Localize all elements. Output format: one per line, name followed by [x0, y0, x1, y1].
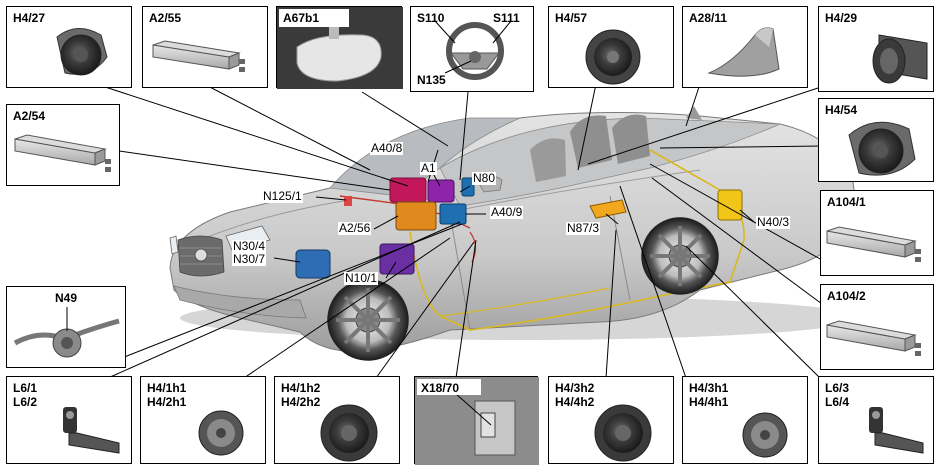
- label-n135: N135: [417, 73, 446, 87]
- label-l6-1-l6-2: L6/1 L6/2: [13, 381, 38, 409]
- speaker-icon: [585, 29, 641, 85]
- label-a2-54: A2/54: [13, 109, 46, 123]
- label-h4-1h1-h4-2h1: H4/1h1 H4/2h1: [147, 381, 187, 409]
- steering-wheel-icon: [434, 20, 512, 80]
- steering-column-switch-icon: [13, 307, 120, 358]
- box-a2-54: A2/54: [6, 104, 120, 186]
- label-a2-55: A2/55: [149, 11, 182, 25]
- label-s110: S110: [417, 11, 445, 25]
- box-h4-54: H4/54: [818, 98, 934, 182]
- label-l6-3-l6-4: L6/3 L6/4: [825, 381, 850, 409]
- box-h4-57: H4/57: [548, 6, 674, 88]
- box-h4-1h1-h4-2h1: H4/1h1 H4/2h1: [140, 376, 266, 464]
- box-h4-1h2-h4-2h2: H4/1h2 H4/2h2: [274, 376, 400, 464]
- label-h4-27: H4/27: [13, 11, 46, 25]
- rearview-mirror-icon: [277, 7, 403, 89]
- callout-a1: A1: [420, 161, 437, 175]
- box-l6-3-l6-4: L6/3 L6/4: [818, 376, 934, 464]
- speaker-icon: [594, 404, 652, 462]
- leader-lines: [95, 83, 825, 379]
- label-a104-1: A104/1: [827, 195, 866, 209]
- speaker-icon: [320, 404, 378, 462]
- box-a67b1: A67b1 A67b1: [276, 6, 403, 89]
- label-h4-57: H4/57: [555, 11, 588, 25]
- label-h4-3h2-h4-4h2: H4/3h2 H4/4h2: [555, 381, 595, 409]
- box-a28-11: A28/11: [682, 6, 808, 88]
- label-a28-11: A28/11: [689, 11, 728, 25]
- module-icon: [826, 320, 921, 356]
- label-n49: N49: [55, 291, 78, 305]
- shark-fin-antenna-icon: [707, 27, 780, 77]
- callout-n30-4-n30-7: N30/4 N30/7: [232, 239, 267, 266]
- speaker-icon: [56, 28, 108, 76]
- box-a2-55: A2/55: [142, 6, 268, 88]
- callout-n80: N80: [472, 171, 497, 185]
- box-l6-1-l6-2: L6/1 L6/2: [6, 376, 132, 464]
- callout-n40-3: N40/3: [756, 215, 791, 229]
- module-icon: [14, 134, 111, 172]
- module-icon: [826, 226, 921, 262]
- subwoofer-icon: [872, 34, 928, 84]
- callout-n125-1: N125/1: [262, 189, 303, 203]
- label-h4-29: H4/29: [825, 11, 858, 25]
- callout-a40-9: A40/9: [490, 205, 524, 219]
- box-steering-wheel: S110 S111 N135: [410, 6, 534, 92]
- wheel-speed-sensor-icon: [869, 407, 924, 454]
- connector-photo-icon: [415, 377, 539, 465]
- callout-a40-8: A40/8: [370, 141, 404, 155]
- module-icon: [152, 40, 245, 72]
- box-a104-2: A104/2: [820, 284, 934, 370]
- speaker-icon: [848, 121, 916, 176]
- label-h4-54: H4/54: [825, 103, 858, 117]
- box-h4-3h2-h4-4h2: H4/3h2 H4/4h2: [548, 376, 674, 464]
- box-h4-27: H4/27: [6, 6, 132, 88]
- label-x18-70: X18/70: [421, 381, 460, 395]
- tweeter-icon: [198, 410, 244, 456]
- tweeter-icon: [742, 412, 788, 458]
- box-h4-3h1-h4-4h1: H4/3h1 H4/4h1: [682, 376, 808, 464]
- label-a104-2: A104/2: [827, 289, 866, 303]
- box-h4-29: H4/29: [818, 6, 934, 92]
- car-body: [169, 106, 860, 361]
- callout-n87-3: N87/3: [566, 221, 601, 235]
- callout-n10-1: N10/1: [344, 271, 379, 285]
- box-n49: N49: [6, 286, 126, 368]
- label-s111: S111: [493, 11, 520, 25]
- callout-a2-56: A2/56: [338, 221, 372, 235]
- label-h4-3h1-h4-4h1: H4/3h1 H4/4h1: [689, 381, 729, 409]
- box-a104-1: A104/1: [820, 190, 934, 276]
- label-a67b1-overlay: A67b1: [283, 11, 320, 25]
- label-h4-1h2-h4-2h2: H4/1h2 H4/2h2: [281, 381, 321, 409]
- box-x18-70: X18/70: [414, 376, 539, 465]
- wheel-speed-sensor-icon: [63, 407, 120, 454]
